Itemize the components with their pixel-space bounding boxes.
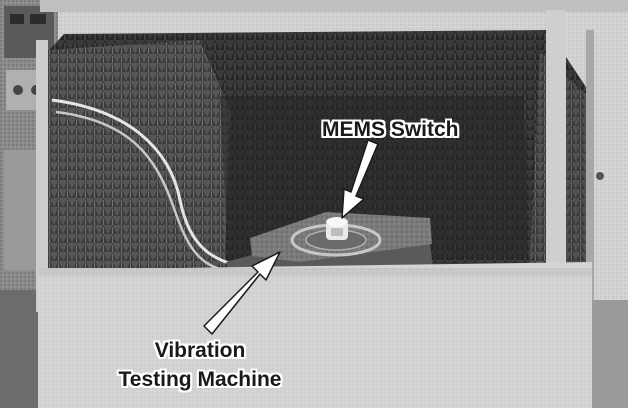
mems-switch-label-text: MEMS Switch <box>322 118 459 141</box>
machine-arrow <box>203 251 281 335</box>
mems-switch-fixture <box>326 217 348 240</box>
vibration-machine-label-line2: Testing Machine <box>118 368 282 391</box>
mems-switch-label: MEMS Switch <box>322 115 459 144</box>
vibration-machine-label-line1: Vibration <box>154 339 246 362</box>
vibration-machine-label: Vibration Testing Machine <box>108 336 292 394</box>
mems-arrow <box>341 139 379 219</box>
